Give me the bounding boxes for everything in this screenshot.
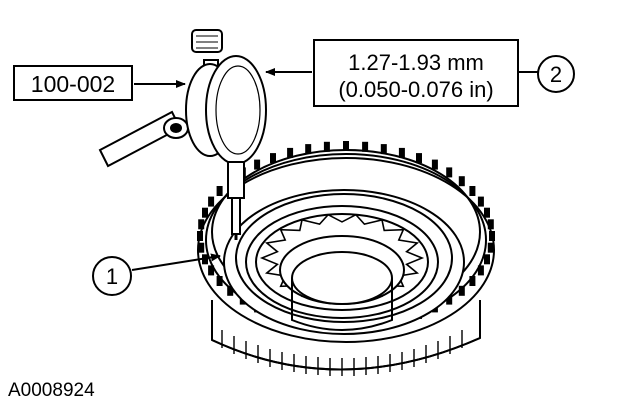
outer-gear-tooth bbox=[305, 144, 312, 155]
outer-gear-tooth bbox=[323, 141, 330, 152]
outer-gear-tooth bbox=[398, 147, 405, 158]
outer-gear-tooth bbox=[216, 276, 223, 286]
outer-gear-tooth bbox=[197, 231, 203, 241]
inner-hub bbox=[245, 205, 439, 331]
outer-gear-tooth bbox=[477, 265, 484, 276]
outer-gear-tooth bbox=[487, 242, 494, 253]
outer-gear-tooth bbox=[227, 285, 234, 296]
outer-gear-tooth bbox=[489, 231, 495, 241]
outer-gear-tooth bbox=[198, 219, 205, 230]
spec-metric: 1.27-1.93 mm bbox=[348, 50, 484, 75]
outer-gear-tooth bbox=[343, 141, 349, 151]
callout-2-number: 2 bbox=[550, 62, 562, 87]
callout-1-number: 1 bbox=[106, 264, 118, 289]
outer-gear-tooth bbox=[484, 254, 490, 265]
outer-gear-tooth bbox=[469, 186, 476, 196]
outer-gear-tooth bbox=[362, 141, 369, 152]
outer-gear-tooth bbox=[416, 153, 422, 164]
outer-gear-tooth bbox=[216, 186, 223, 196]
spec-imperial: (0.050-0.076 in) bbox=[338, 77, 493, 102]
outer-gear-tooth bbox=[458, 176, 465, 187]
tool-number-callout: 100-002 bbox=[13, 65, 186, 101]
outer-gear-tooth bbox=[198, 242, 205, 253]
outer-gear-tooth bbox=[287, 147, 294, 158]
callout-1-leader-arrow bbox=[131, 253, 221, 271]
callout-2: 2 bbox=[537, 55, 575, 93]
outer-gear-tooth bbox=[446, 294, 453, 305]
figure-id: A0008924 bbox=[8, 380, 95, 401]
outer-gear-tooth bbox=[208, 196, 215, 207]
outer-gear-tooth bbox=[484, 207, 490, 218]
outer-gear-tooth bbox=[208, 265, 215, 276]
outer-gear-tooth bbox=[270, 153, 276, 164]
specification-callout: 1.27-1.93 mm (0.050-0.076 in) bbox=[265, 39, 538, 107]
tool-number-label: 100-002 bbox=[31, 71, 115, 97]
outer-gear-tooth bbox=[446, 167, 453, 178]
dial-indicator bbox=[185, 29, 267, 240]
outer-gear-tooth bbox=[254, 159, 261, 170]
outer-gear-tooth bbox=[469, 276, 476, 286]
outer-gear-tooth bbox=[431, 159, 438, 170]
indicator-stand-arm bbox=[98, 110, 189, 168]
outer-gear-tooth bbox=[202, 207, 208, 218]
callout-1: 1 bbox=[92, 253, 221, 296]
outer-gear-tooth bbox=[380, 144, 387, 155]
outer-gear-tooth bbox=[458, 285, 465, 296]
outer-gear-tooth bbox=[487, 219, 494, 230]
outer-gear-tooth bbox=[477, 196, 484, 207]
